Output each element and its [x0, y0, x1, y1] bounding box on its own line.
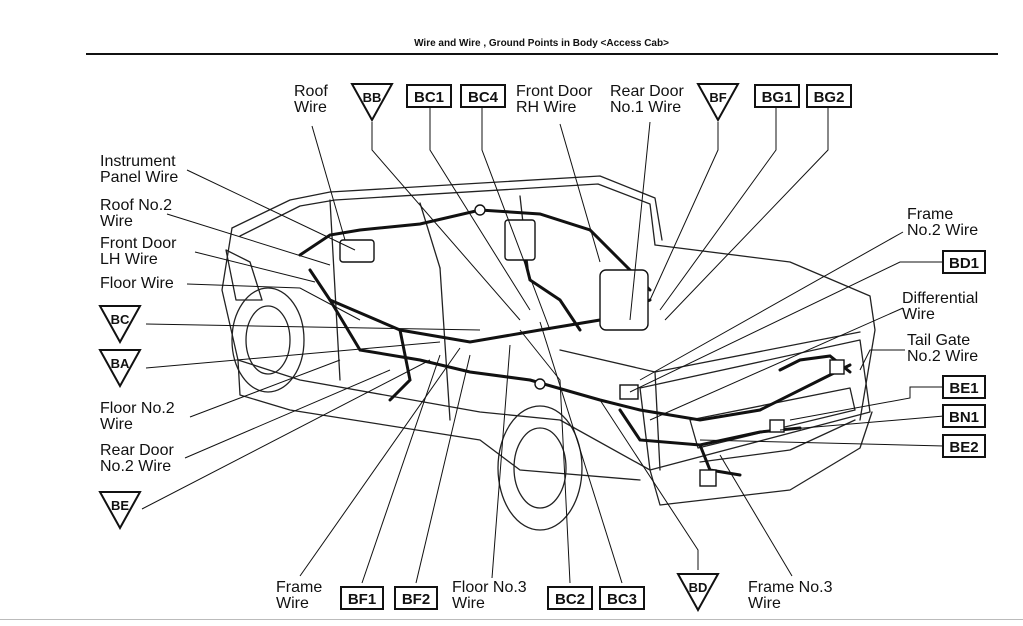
rear-door-no1-wire-label: Rear Door No.1 Wire [610, 83, 684, 116]
connector-bn1: BN1 [942, 404, 986, 428]
connector-bf2: BF2 [394, 586, 438, 610]
connector-bc1: BC1 [406, 84, 452, 108]
ground-label: BF [709, 90, 726, 105]
tail-gate-no2-wire-label: Tail Gate No.2 Wire [907, 332, 979, 365]
connector-be1: BE1 [942, 375, 986, 399]
connector-bg1: BG1 [754, 84, 800, 108]
frame-wire-label: Frame Wire [276, 579, 323, 612]
ground-point-bf: BF [696, 82, 740, 122]
rear-door-no2-wire-label: Rear Door No.2 Wire [100, 442, 174, 475]
ground-triangle-icon: BB [350, 83, 394, 122]
ground-triangle-icon: BF [696, 83, 740, 122]
frame-no2-wire-label: Frame No.2 Wire [907, 206, 979, 239]
instrument-panel-wire-label: Instrument Panel Wire [100, 153, 179, 186]
ground-label: BC [111, 312, 130, 327]
roof-no2-wire-label: Roof No.2 Wire [100, 197, 173, 230]
ground-triangle-icon: BD [676, 573, 720, 612]
page-title: Wire and Wire , Ground Points in Body <A… [414, 38, 669, 49]
differential-wire-label: Differential Wire [902, 290, 979, 323]
connector-be2: BE2 [942, 434, 986, 458]
ground-label: BD [689, 580, 708, 595]
connector-bd1: BD1 [942, 250, 986, 274]
connector-bc3: BC3 [599, 586, 645, 610]
ground-label: BA [111, 356, 130, 371]
connector-bc4: BC4 [460, 84, 506, 108]
front-door-lh-wire-label: Front Door LH Wire [100, 235, 177, 268]
ground-triangle-icon: BA [98, 349, 142, 388]
ground-point-ba: BA [98, 348, 142, 388]
frame-no3-wire-label: Frame No.3 Wire [748, 579, 833, 612]
floor-wire-label: Floor Wire [100, 275, 174, 292]
floor-no2-wire-label: Floor No.2 Wire [100, 400, 175, 433]
header-rule [86, 53, 998, 55]
ground-point-bc: BC [98, 304, 142, 344]
front-door-rh-wire-label: Front Door RH Wire [516, 83, 593, 116]
ground-label: BE [111, 498, 129, 513]
footer-rule [0, 619, 1023, 620]
ground-point-bd: BD [676, 572, 720, 612]
roof-wire-label: Roof Wire [294, 83, 328, 116]
connector-bg2: BG2 [806, 84, 852, 108]
ground-label: BB [363, 90, 382, 105]
ground-point-bb: BB [350, 82, 394, 122]
ground-triangle-icon: BE [98, 491, 142, 530]
floor-no3-wire-label: Floor No.3 Wire [452, 579, 527, 612]
connector-bf1: BF1 [340, 586, 384, 610]
ground-triangle-icon: BC [98, 305, 142, 344]
connector-bc2: BC2 [547, 586, 593, 610]
ground-point-be: BE [98, 490, 142, 530]
